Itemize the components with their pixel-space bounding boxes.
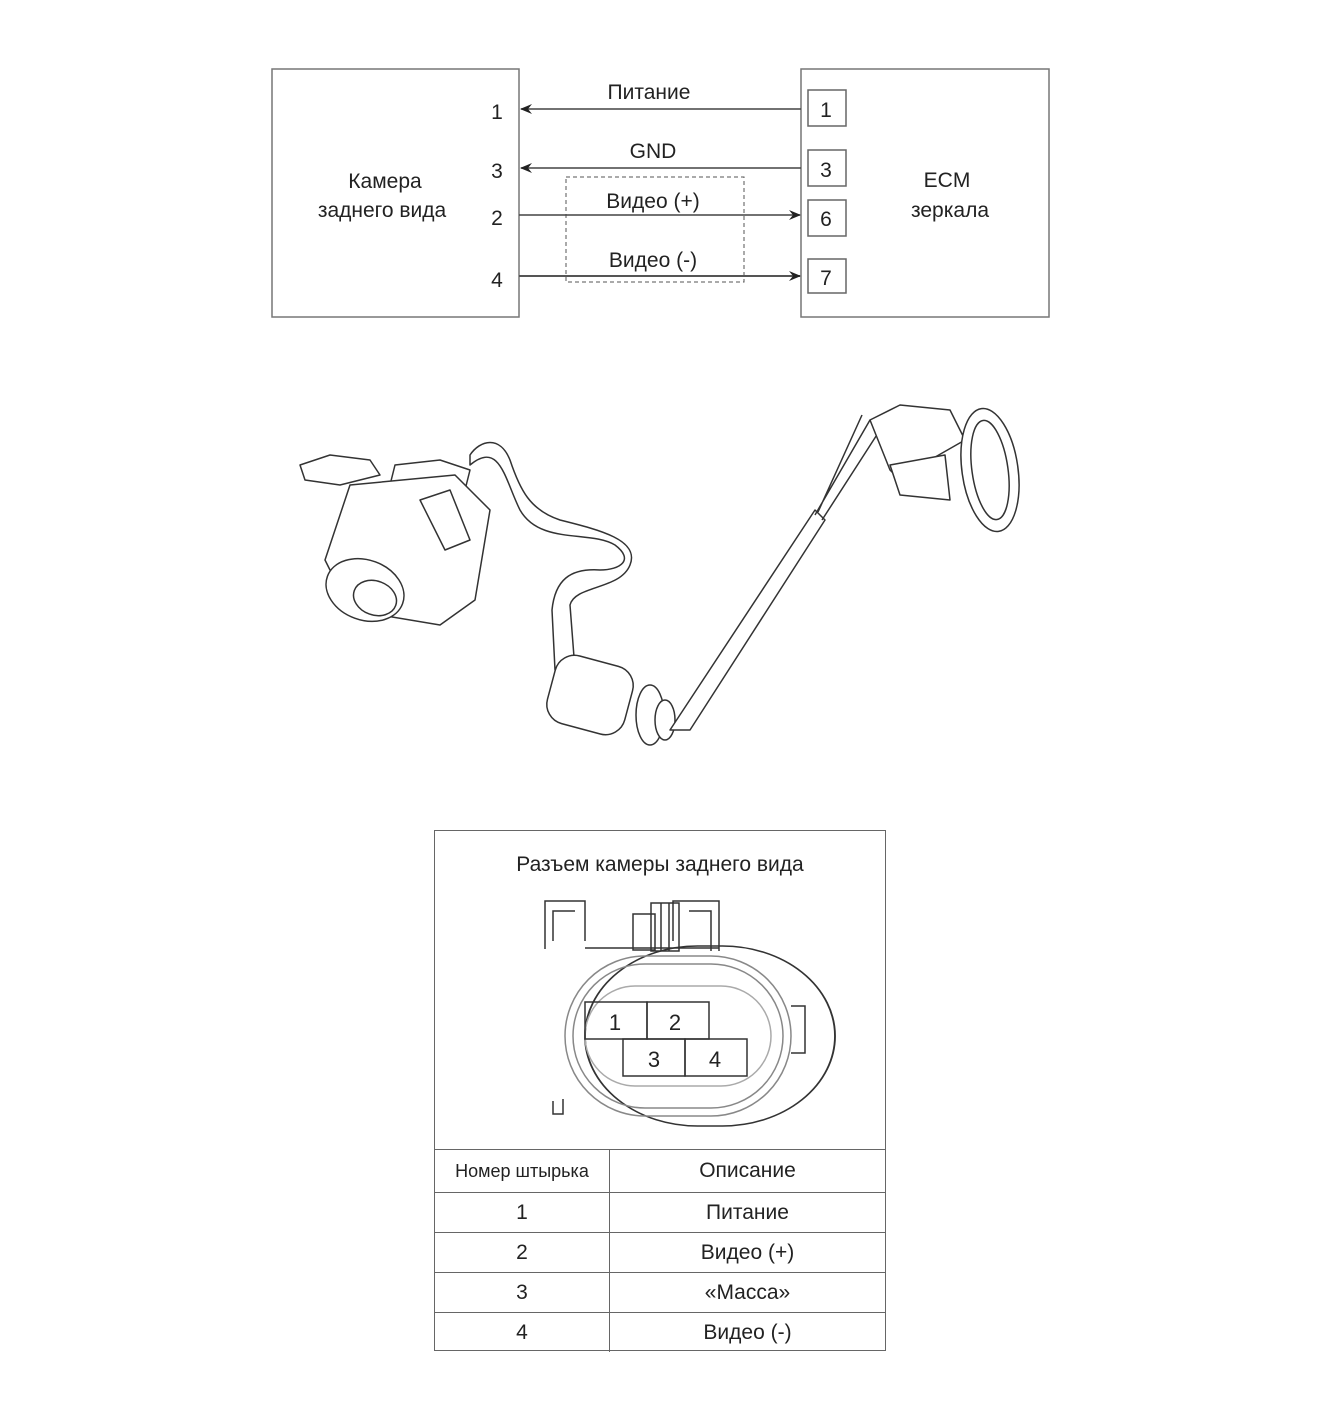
ecm-pin: 7 [820,267,832,290]
pin-number: 4 [435,1312,610,1352]
camera-pin: 4 [491,269,503,292]
connector-pin-1: 1 [609,1010,621,1035]
wire-power: Питание 1 1 [491,81,847,127]
table-row: 1 Питание [435,1192,885,1233]
pin-description: Питание [609,1192,885,1233]
pin-description: Видео (+) [609,1232,885,1273]
ecm-label-line1: ECM [924,169,971,192]
connector-pinout-panel: Разъем камеры заднего вида 1 2 3 4 Номер… [434,830,886,1352]
ecm-pin: 1 [820,99,832,122]
pin-number: 1 [435,1192,610,1233]
camera-harness-illustration [299,404,1020,746]
connector-title: Разъем камеры заднего вида [516,853,804,876]
connector-pin-3: 3 [648,1047,660,1072]
table-row: 2 Видео (+) [435,1232,885,1273]
wire-label: Видео (-) [609,249,697,272]
wire-gnd: GND 3 3 [491,140,847,187]
camera-label-line2: заднего вида [318,199,447,222]
camera-pin: 1 [491,101,503,124]
camera-pin: 3 [491,160,503,183]
header-pin-number: Номер штырька [435,1149,610,1193]
camera-pin: 2 [491,207,503,230]
wire-video-minus: Видео (-) 4 7 [491,249,847,294]
connector-pin-2: 2 [669,1010,681,1035]
connector-pin-4: 4 [709,1047,721,1072]
pinout-table: Номер штырька Описание 1 Питание 2 Видео… [435,1149,885,1352]
pin-description: Видео (-) [609,1312,885,1352]
camera-box [271,68,520,318]
ecm-pin: 6 [820,208,832,231]
ecm-label-line2: зеркала [911,199,989,222]
wire-label: GND [630,140,677,163]
pin-number: 3 [435,1272,610,1313]
table-row: 4 Видео (-) [435,1312,885,1352]
shield-box [565,176,745,283]
pin-description: «Масса» [609,1272,885,1313]
pin-number: 2 [435,1232,610,1273]
wiring-schematic: Камера заднего вида ECM зеркала Питание … [271,68,1050,318]
wire-label: Питание [608,81,691,104]
table-row: 3 «Масса» [435,1272,885,1313]
ecm-box [800,68,1050,318]
connector-face-drawing: 1 2 3 4 [544,900,836,1127]
table-header-row: Номер штырька Описание [435,1149,885,1193]
camera-label-line1: Камера [348,170,422,193]
ecm-pin: 3 [820,159,832,182]
wire-label: Видео (+) [606,190,699,213]
wire-video-plus: Видео (+) 2 6 [491,190,847,237]
header-description: Описание [609,1149,885,1193]
